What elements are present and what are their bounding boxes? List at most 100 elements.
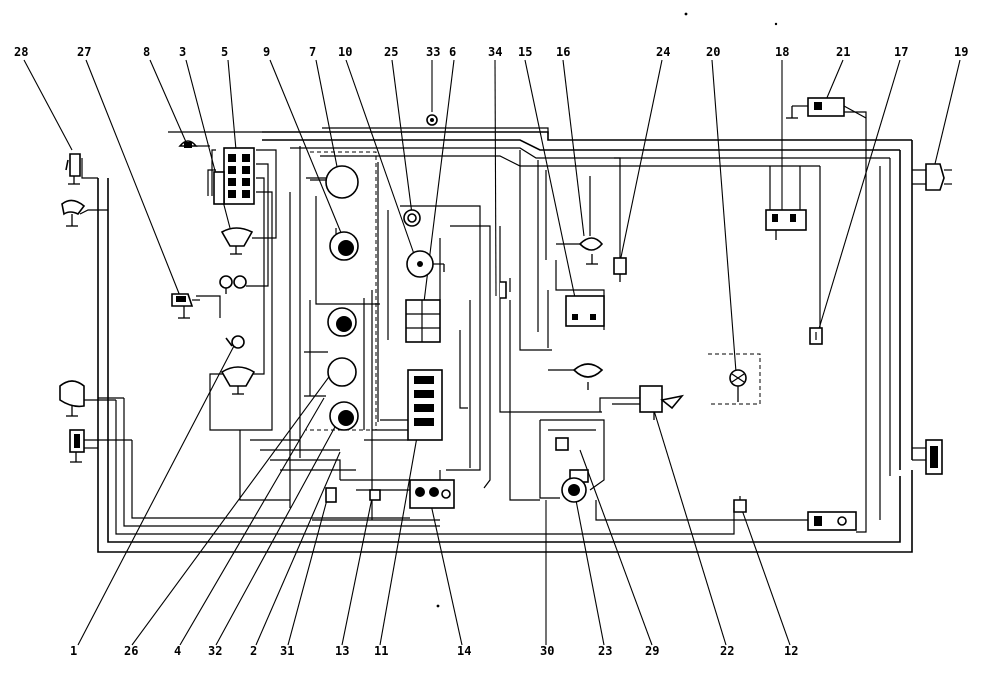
- component-12-switch: [733, 496, 747, 513]
- wiring-harness: [79, 111, 938, 553]
- callout-31: 31: [280, 644, 294, 658]
- callout-7: 7: [309, 45, 316, 59]
- callout-15: 15: [518, 45, 532, 59]
- callout-20: 20: [706, 45, 720, 59]
- component-3-switch: [220, 227, 254, 255]
- leader-4: [179, 397, 325, 646]
- leader-8: [149, 59, 187, 143]
- component-14-ignition-switch: [409, 479, 455, 509]
- component-25-lamp: [403, 209, 421, 227]
- decor-specks: [436, 12, 778, 608]
- callout-labels-bottom: 1 26 4 32 2 31 13 11 14 30 23 29 22 12: [70, 644, 798, 658]
- leader-12: [741, 509, 791, 646]
- component-1-lamp: [225, 335, 245, 349]
- leader-2: [255, 451, 341, 646]
- callout-6: 6: [449, 45, 456, 59]
- leader-31: [287, 495, 329, 646]
- component-relay-a: [219, 275, 247, 294]
- component-19-connector-top: [925, 163, 952, 191]
- callout-29: 29: [645, 644, 659, 658]
- component-5-fuse-block: [213, 147, 255, 205]
- callout-9: 9: [263, 45, 270, 59]
- callout-30: 30: [540, 644, 554, 658]
- component-23-motor: [561, 477, 587, 503]
- component-battery-relay: [807, 511, 857, 531]
- callout-22: 22: [720, 644, 734, 658]
- component-horn-lamp: [220, 366, 256, 395]
- component-34-connector: [500, 278, 511, 299]
- callout-2: 2: [250, 644, 257, 658]
- leader-14: [429, 499, 463, 646]
- callout-16: 16: [556, 45, 570, 59]
- component-18-relay: [765, 209, 807, 240]
- callout-18: 18: [775, 45, 789, 59]
- callout-26: 26: [124, 644, 138, 658]
- component-13-fuse: [369, 489, 381, 501]
- component-27-switch: [61, 199, 86, 227]
- component-16-lamp: [556, 237, 604, 265]
- callout-12: 12: [784, 644, 798, 658]
- callout-4: 4: [174, 644, 181, 658]
- callout-25: 25: [384, 45, 398, 59]
- component-11-fuse-box: [407, 369, 443, 441]
- leader-15: [524, 59, 579, 313]
- component-side-lamp: [171, 293, 200, 319]
- leader-29: [579, 449, 653, 646]
- leader-28: [23, 59, 73, 151]
- component-22-washer: [639, 385, 685, 420]
- callout-13: 13: [335, 644, 349, 658]
- leader-10: [345, 59, 415, 255]
- callout-8: 8: [143, 45, 150, 59]
- component-21-sensor: [786, 97, 867, 119]
- component-instrument-cluster: [306, 151, 377, 431]
- callout-33: 33: [426, 45, 440, 59]
- callout-24: 24: [656, 45, 670, 59]
- component-headlamp-lower: [69, 429, 85, 463]
- leader-21: [825, 59, 844, 101]
- leader-5: [227, 59, 237, 151]
- callout-28: 28: [14, 45, 28, 59]
- callout-10: 10: [338, 45, 352, 59]
- callout-23: 23: [598, 644, 612, 658]
- callout-27: 27: [77, 45, 91, 59]
- component-28-lamp: [65, 153, 81, 185]
- callout-labels-top: 28 27 8 3 5 9 7 10 25 33 6 34 15 16 24 2…: [14, 45, 968, 59]
- component-connector-bottom-right: [925, 439, 943, 475]
- callout-1: 1: [70, 644, 77, 658]
- leader-13: [341, 497, 373, 646]
- leader-1: [77, 341, 237, 646]
- callout-17: 17: [894, 45, 908, 59]
- component-8-lamp: [178, 140, 210, 148]
- component-31-fuse: [325, 487, 337, 503]
- component-20-lamp: [708, 353, 761, 405]
- callout-21: 21: [836, 45, 850, 59]
- leader-20: [711, 59, 737, 373]
- callout-32: 32: [208, 644, 222, 658]
- leader-16: [562, 59, 585, 237]
- component-6-switch-block: [405, 299, 441, 343]
- leader-11: [379, 419, 421, 646]
- leader-24: [619, 59, 663, 263]
- leader-32: [215, 413, 343, 646]
- component-24-relay: [613, 257, 627, 282]
- leader-9: [269, 59, 345, 241]
- leader-34: [494, 59, 497, 297]
- leader-23: [573, 489, 605, 646]
- component-headlamp-upper: [59, 380, 85, 417]
- leader-25: [391, 59, 413, 215]
- leader-26: [131, 369, 335, 646]
- component-15-relay: [565, 295, 605, 327]
- component-33-lamp: [426, 114, 438, 126]
- callout-34: 34: [488, 45, 502, 59]
- callout-14: 14: [457, 644, 471, 658]
- callout-19: 19: [954, 45, 968, 59]
- component-17-switch: [809, 327, 823, 345]
- leader-22: [651, 403, 727, 646]
- leader-27: [85, 59, 181, 297]
- component-10-gauge: [406, 250, 445, 278]
- component-side-lamp-right: [548, 363, 604, 390]
- callout-3: 3: [179, 45, 186, 59]
- leader-19: [933, 59, 961, 169]
- callout-5: 5: [221, 45, 228, 59]
